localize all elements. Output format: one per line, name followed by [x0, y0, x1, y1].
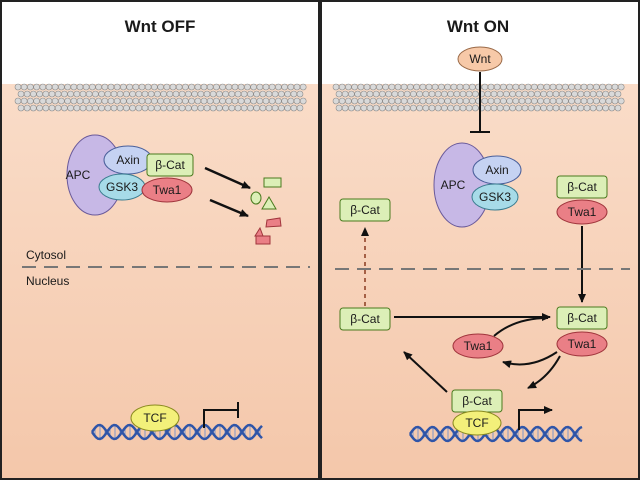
cell-membrane-left	[14, 83, 307, 112]
svg-text:Twa1: Twa1	[464, 339, 493, 353]
beta-cat-label: β-Cat	[155, 158, 185, 172]
apc-label-on: APC	[441, 178, 466, 192]
cell-membrane-right	[332, 83, 625, 112]
apc-label: APC	[66, 168, 91, 182]
svg-text:TCF: TCF	[465, 416, 488, 430]
degradation-arrow-1	[204, 166, 251, 190]
axin-label: Axin	[116, 153, 139, 167]
panel-title-on: Wnt ON	[447, 17, 509, 36]
wnt-ligand	[457, 46, 503, 72]
svg-text:β-Cat: β-Cat	[567, 311, 597, 325]
degraded-fragments	[250, 177, 282, 245]
twa1-nucleus-right	[556, 331, 608, 357]
wnt-label: Wnt	[469, 52, 491, 66]
svg-text:β-Cat: β-Cat	[350, 203, 380, 217]
tcf-protein-on	[452, 410, 502, 436]
svg-text:Twa1: Twa1	[568, 205, 597, 219]
beta-cat-nucleus-right	[556, 306, 608, 330]
blocked-transcription-arrow	[203, 409, 238, 428]
destruction-complex-off: APC Axin GSK3 β-Cat Twa1	[66, 134, 194, 216]
beta-cat-cytosol-left	[339, 198, 391, 222]
panel-wnt-on: Wnt ON Wnt APC Axin GSK3 β-Cat Twa1 β-Ca…	[320, 0, 640, 480]
complex-to-tcf-arrow	[527, 355, 561, 389]
twa1-cytosol	[556, 199, 608, 225]
gsk3-label: GSK3	[106, 180, 138, 194]
destruction-complex-on: APC Axin GSK3	[433, 142, 522, 228]
axin-label-on: Axin	[485, 163, 508, 177]
twa1-release-arrow	[502, 351, 558, 369]
svg-text:β-Cat: β-Cat	[567, 180, 597, 194]
svg-text:Twa1: Twa1	[568, 337, 597, 351]
degradation-arrow-2	[209, 198, 249, 218]
beta-cat-nucleus-left	[339, 307, 391, 331]
cytosol-label: Cytosol	[26, 248, 66, 262]
twa1-binding-curve	[493, 317, 549, 337]
panel-wnt-off: Wnt OFF APC Axin GSK3 β-Cat Twa1	[0, 0, 320, 480]
twa1-label: Twa1	[153, 183, 182, 197]
beta-cat-cytosol-right	[556, 175, 608, 199]
nucleus-label: Nucleus	[26, 274, 69, 288]
panel-title-off: Wnt OFF	[125, 17, 196, 36]
svg-text:β-Cat: β-Cat	[462, 394, 492, 408]
tcf-protein-off	[130, 404, 180, 432]
tcf-release-arrow	[403, 351, 448, 393]
active-transcription-arrow	[518, 406, 553, 430]
svg-text:β-Cat: β-Cat	[350, 312, 380, 326]
twa1-free	[452, 333, 504, 359]
tcf-label-off: TCF	[143, 411, 166, 425]
gsk3-label-on: GSK3	[479, 190, 511, 204]
